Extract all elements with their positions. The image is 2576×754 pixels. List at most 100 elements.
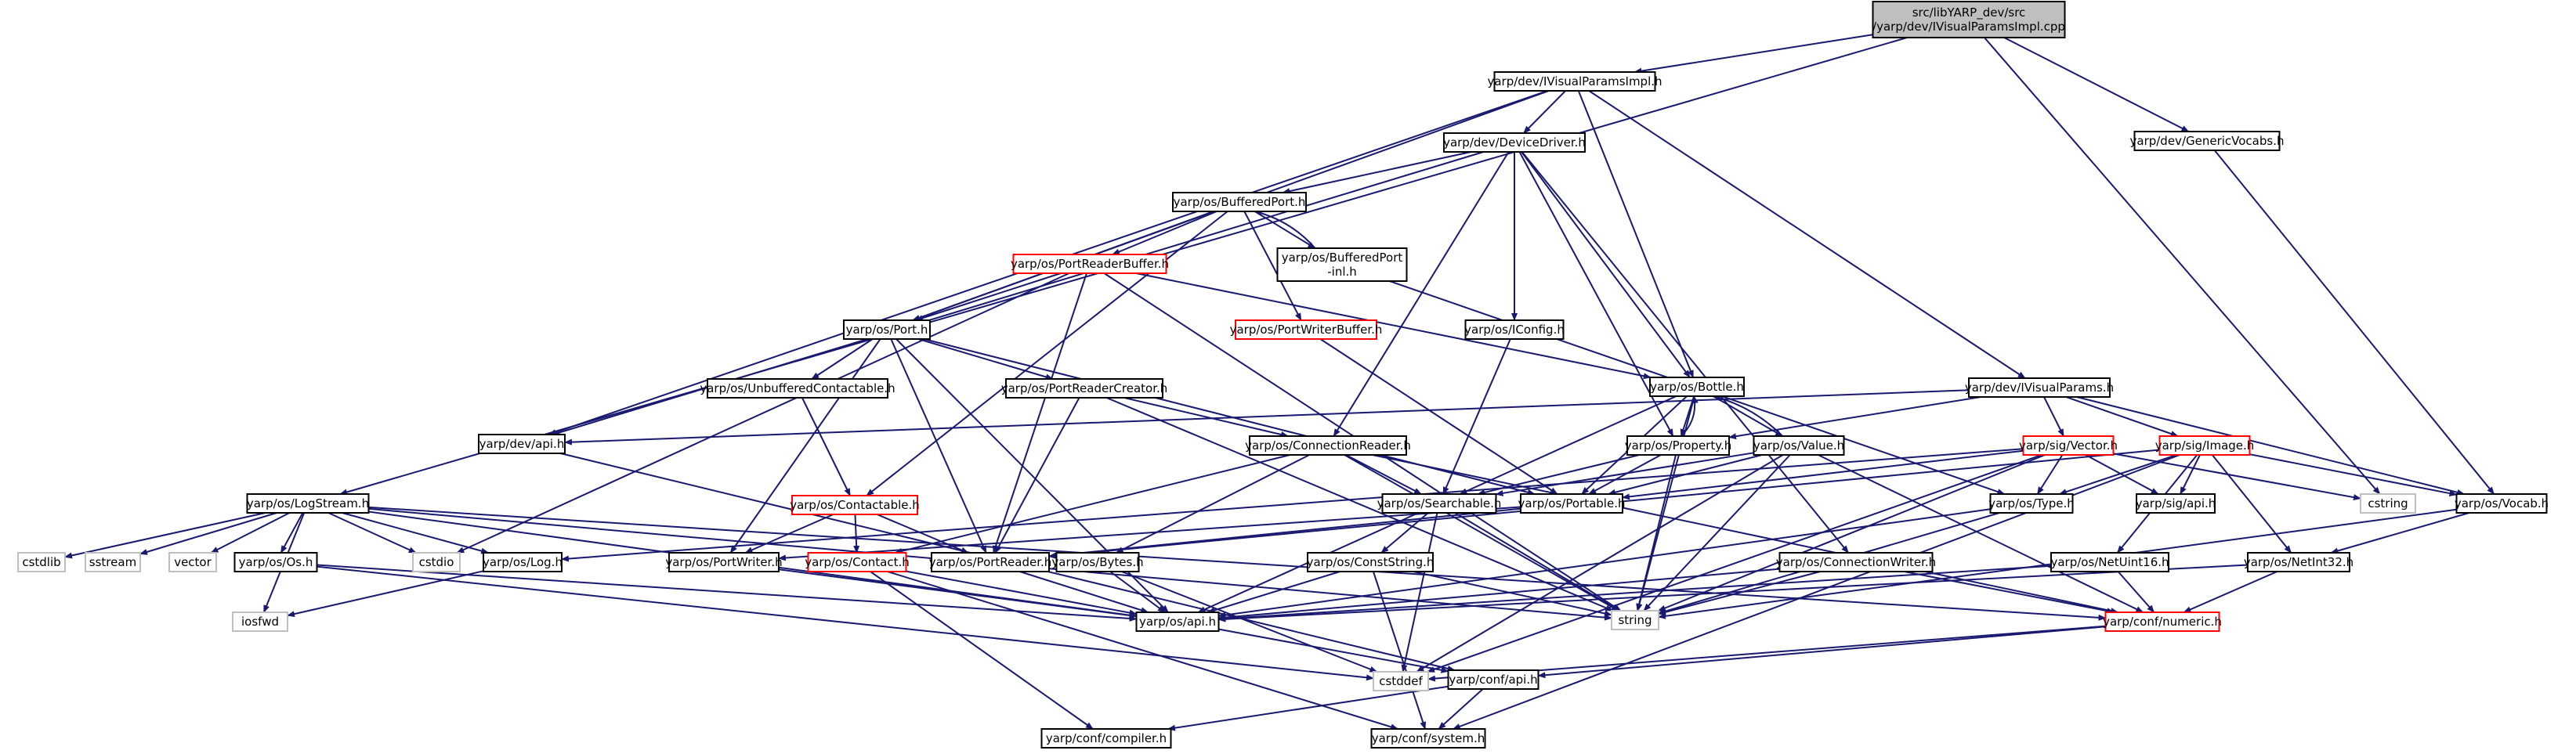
edge-sigimage-to-system <box>1452 454 2180 730</box>
node-cstdlib: cstdlib <box>17 552 66 572</box>
node-sigvector-label: yarp/sig/Vector.h <box>2019 438 2118 453</box>
node-devdriver[interactable]: yarp/dev/DeviceDriver.h <box>1443 132 1586 153</box>
node-sigimage-label: yarp/sig/Image.h <box>2155 438 2255 453</box>
node-sigvector[interactable]: yarp/sig/Vector.h <box>2019 435 2118 456</box>
node-connwriter[interactable]: yarp/os/ConnectionWriter.h <box>1776 552 1936 572</box>
edge-searchable-to-cstddef <box>1401 512 1438 673</box>
node-prcreator[interactable]: yarp/os/PortReaderCreator.h <box>1001 378 1168 399</box>
node-contact[interactable]: yarp/os/Contact.h <box>805 552 910 572</box>
node-netint32[interactable]: yarp/os/NetInt32.h <box>2244 552 2353 572</box>
node-ivp[interactable]: yarp/dev/IVisualParams.h <box>1965 377 2114 398</box>
node-searchable[interactable]: yarp/os/Searchable.h <box>1377 493 1502 514</box>
node-unbufcont[interactable]: yarp/os/UnbufferedContactable.h <box>700 378 895 399</box>
edge-contact-to-osapi <box>906 570 1138 616</box>
edge-iconfig-to-searchable <box>1442 338 1511 495</box>
edge-conststring-to-osapi <box>1207 571 1340 614</box>
node-prbuf[interactable]: yarp/os/PortReaderBuffer.h <box>1011 254 1169 274</box>
node-cstdio-box <box>412 552 461 572</box>
node-bufport[interactable]: yarp/os/BufferedPort.h <box>1172 192 1307 212</box>
node-value[interactable]: yarp/os/Value.h <box>1753 435 1845 456</box>
edge-confapi-to-compiler <box>1167 685 1449 731</box>
node-logstream-box <box>246 493 370 514</box>
edge-netint32-to-numeric <box>2183 571 2278 613</box>
node-portwriter[interactable]: yarp/os/PortWriter.h <box>665 552 783 572</box>
node-property[interactable]: yarp/os/Property.h <box>1625 435 1731 456</box>
edge-logstream-to-cstdio <box>327 512 417 554</box>
node-ivp-label: yarp/dev/IVisualParams.h <box>1965 381 2114 395</box>
node-prbuf-box <box>1012 254 1167 274</box>
node-os-box <box>233 552 318 572</box>
edge-sigvector-to-portable <box>1622 449 2024 500</box>
node-bottle[interactable]: yarp/os/Bottle.h <box>1649 377 1745 397</box>
node-numeric[interactable]: yarp/conf/numeric.h <box>2103 611 2222 632</box>
edge-port-to-prcreator <box>918 338 1054 381</box>
edge-numeric-to-confapi <box>1537 626 2106 679</box>
node-port[interactable]: yarp/os/Port.h <box>843 319 931 340</box>
node-genvocabs[interactable]: yarp/dev/GenericVocabs.h <box>2130 131 2285 151</box>
node-iosfwd-label: iosfwd <box>241 615 279 629</box>
node-port-box <box>843 319 931 340</box>
node-ivpimpl[interactable]: yarp/dev/IVisualParamsImpl.h <box>1487 71 1662 92</box>
node-os[interactable]: yarp/os/Os.h <box>233 552 318 572</box>
node-contactable[interactable]: yarp/os/Contactable.h <box>790 495 920 515</box>
node-devdriver-box <box>1443 132 1586 153</box>
node-sigimage[interactable]: yarp/sig/Image.h <box>2155 435 2255 456</box>
node-ivpimpl-label: yarp/dev/IVisualParamsImpl.h <box>1487 74 1662 88</box>
node-bottle-box <box>1649 377 1745 397</box>
node-string-label: string <box>1618 613 1652 627</box>
edge-bufport-to-bufportinl <box>1254 211 1316 249</box>
node-pwbuf[interactable]: yarp/os/PortWriterBuffer.h <box>1230 319 1383 340</box>
node-bytes-box <box>1055 552 1140 572</box>
node-bufportinl[interactable]: yarp/os/BufferedPort-inl.h <box>1276 247 1408 282</box>
node-portreader[interactable]: yarp/os/PortReader.h <box>929 552 1052 572</box>
node-searchable-label: yarp/os/Searchable.h <box>1377 496 1502 510</box>
node-portable[interactable]: yarp/os/Portable.h <box>1518 493 1626 514</box>
node-bytes-label: yarp/os/Bytes.h <box>1051 555 1143 569</box>
node-sigapi[interactable]: yarp/sig/api.h <box>2136 493 2216 514</box>
edge-connreader-to-searchable <box>1345 454 1422 495</box>
node-confapi[interactable]: yarp/conf/api.h <box>1447 669 1539 690</box>
edge-sigimage-to-type <box>2058 454 2177 495</box>
edge-confapi-to-system <box>1438 688 1484 730</box>
edge-contact-to-system <box>887 571 1399 731</box>
edge-os-to-cstddef <box>317 565 1374 681</box>
edge-sigvector-to-cstring <box>2113 453 2361 501</box>
edge-ivp-to-devapi <box>564 389 1970 446</box>
node-vocab[interactable]: yarp/os/Vocab.h <box>2455 493 2549 514</box>
node-layer: src/libYARP_dev/src/yarp/dev/IVisualPara… <box>17 1 2549 749</box>
node-osapi[interactable]: yarp/os/api.h <box>1135 611 1220 632</box>
node-connreader[interactable]: yarp/os/ConnectionReader.h <box>1245 435 1411 456</box>
edge-prbuf-to-portreader <box>993 272 1087 554</box>
node-iosfwd-box <box>232 611 288 632</box>
edge-prbuf-to-bottle <box>1136 272 1652 380</box>
node-netint32-box <box>2247 552 2350 572</box>
node-type[interactable]: yarp/os/Type.h <box>1988 493 2075 514</box>
node-contactable-box <box>791 495 918 515</box>
node-system[interactable]: yarp/conf/system.h <box>1370 728 1486 749</box>
node-prcreator-box <box>1005 378 1163 399</box>
edge-connreader-to-string <box>1344 454 1619 611</box>
node-string: string <box>1611 610 1659 630</box>
node-iconfig[interactable]: yarp/os/IConfig.h <box>1464 319 1565 340</box>
node-logstream[interactable]: yarp/os/LogStream.h <box>246 493 370 514</box>
node-genvocabs-box <box>2133 131 2281 151</box>
node-prcreator-label: yarp/os/PortReaderCreator.h <box>1001 381 1168 395</box>
node-contactable-label: yarp/os/Contactable.h <box>790 498 920 512</box>
node-bufport-label: yarp/os/BufferedPort.h <box>1174 195 1306 209</box>
node-log[interactable]: yarp/os/Log.h <box>483 552 563 572</box>
edge-port-to-portreader <box>890 338 987 554</box>
edge-conststring-to-string <box>1413 571 1612 617</box>
edge-bytes-to-osapi <box>1109 571 1166 613</box>
edge-sigvector-to-string <box>1657 454 2046 611</box>
node-devapi[interactable]: yarp/dev/api.h <box>478 434 566 454</box>
node-conststring[interactable]: yarp/os/ConstString.h <box>1307 552 1435 572</box>
edge-prbuf-to-port <box>915 272 1062 322</box>
edge-ivpimpl-to-ivp <box>1588 90 2026 379</box>
edge-log-to-iosfwd <box>287 570 484 618</box>
node-netuint16[interactable]: yarp/os/NetUint16.h <box>2050 552 2169 572</box>
node-compiler[interactable]: yarp/conf/compiler.h <box>1040 728 1172 749</box>
node-bytes[interactable]: yarp/os/Bytes.h <box>1051 552 1144 572</box>
edge-ivp-to-sigvector <box>2043 396 2064 437</box>
node-vector: vector <box>168 552 217 572</box>
